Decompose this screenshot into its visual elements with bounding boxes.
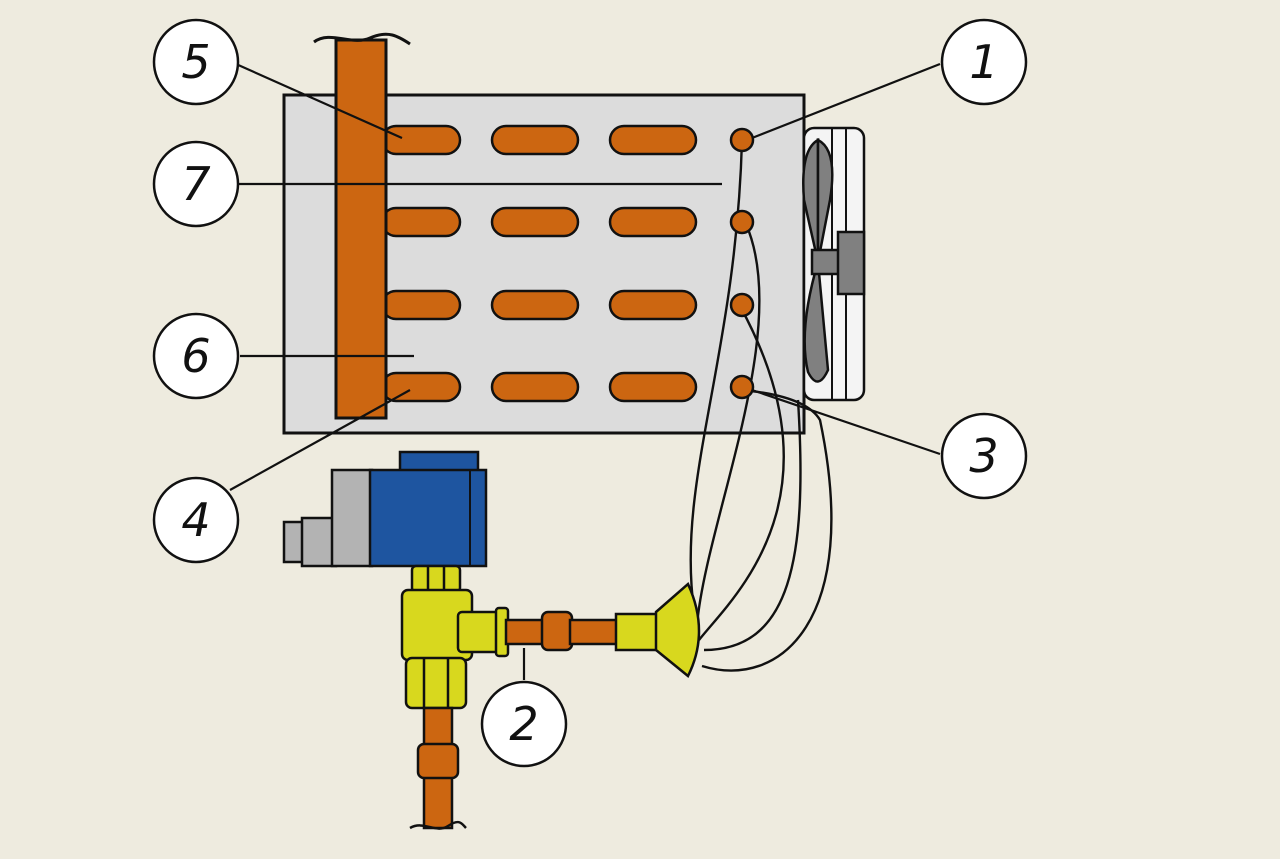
solenoid-valve-icon [282,450,488,568]
svg-text:6: 6 [181,329,210,383]
callout-2: 2 [480,680,568,768]
svg-text:4: 4 [181,493,210,547]
valve-body [400,564,510,710]
callout-6: 6 [152,312,240,400]
callout-5: 5 [152,18,240,106]
distributor-icon [614,581,701,678]
svg-text:1: 1 [969,35,998,89]
leader-lines [229,62,941,680]
distributor-pipe [504,610,620,652]
fan-icon [802,126,866,402]
svg-text:3: 3 [969,429,998,483]
svg-text:7: 7 [181,157,210,211]
svg-text:5: 5 [181,35,210,89]
callout-4: 4 [152,476,240,564]
callout-3: 3 [940,412,1028,500]
svg-text:2: 2 [509,697,538,751]
callout-1: 1 [940,18,1028,106]
coil-inlets [729,127,755,400]
liquid-line [409,706,467,830]
callout-7: 7 [152,140,240,228]
